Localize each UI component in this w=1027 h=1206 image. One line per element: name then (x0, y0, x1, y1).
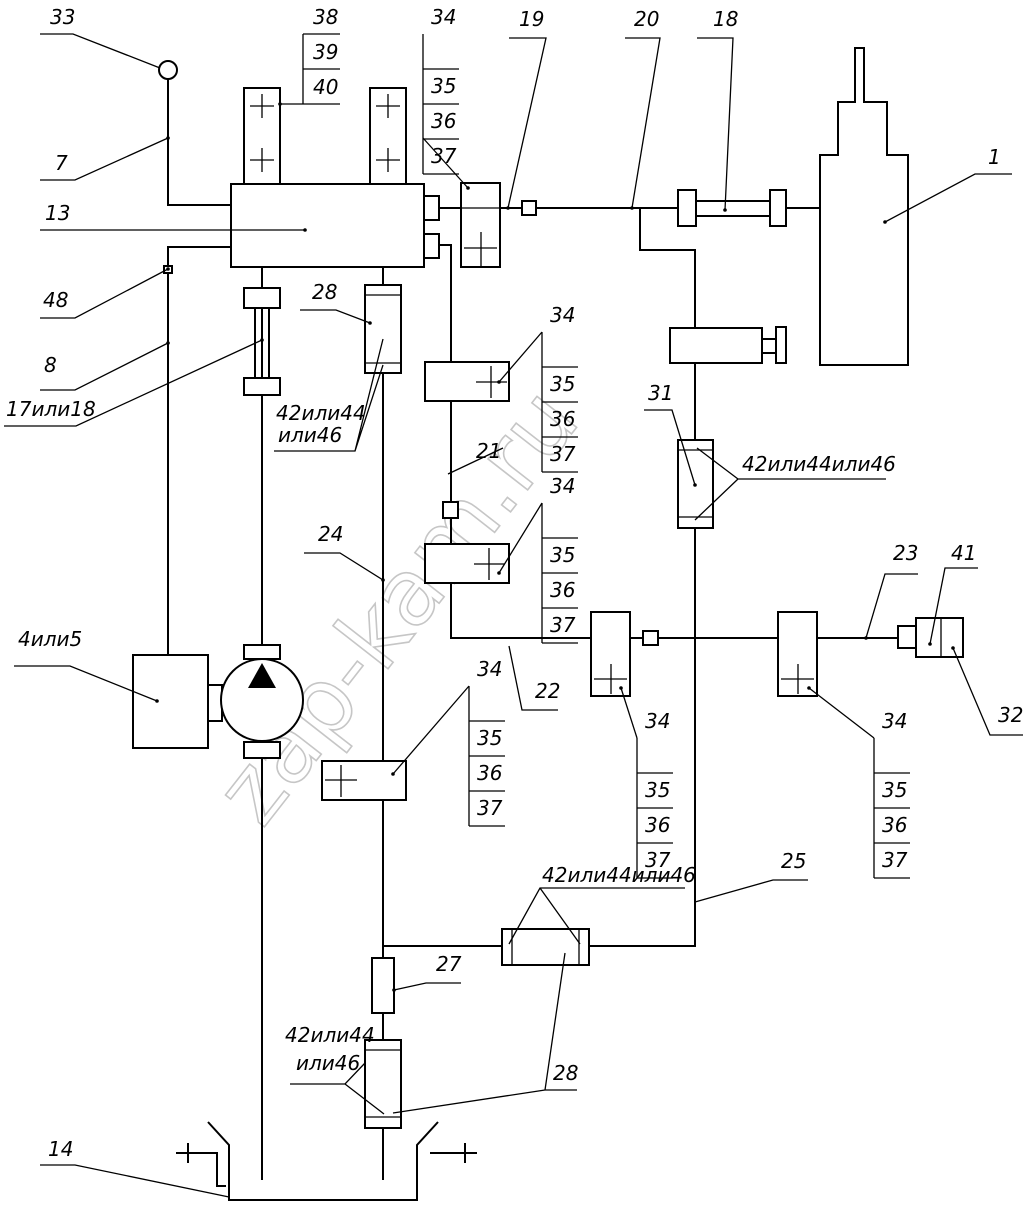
label-39: 39 (313, 40, 338, 64)
table-cell: 37 (645, 848, 671, 872)
reservoir-14 (176, 1121, 477, 1201)
top-filter-right (369, 87, 407, 185)
label-41: 41 (951, 541, 976, 565)
label-19: 19 (519, 7, 544, 31)
label-28-top: 28 (312, 280, 337, 304)
table-cell: 35 (477, 726, 502, 750)
tank-1 (819, 47, 909, 366)
table-cell: 34 (431, 5, 456, 29)
valve-lower-vertical (364, 1039, 402, 1129)
top-filter-left (243, 87, 281, 185)
table-cell: 36 (550, 407, 575, 431)
table-cell: 37 (550, 613, 576, 637)
table-cell: 35 (550, 372, 575, 396)
valve-28-top (364, 284, 402, 374)
position-tables: 34 35 36 37 34 35 36 37 34 35 36 37 34 35 36 37 34 35 36 37… (422, 5, 910, 879)
valve-34-lower (321, 760, 407, 801)
label-27: 27 (436, 952, 462, 976)
label-v42c: 42или44или46 (542, 863, 696, 887)
label-18: 18 (713, 7, 738, 31)
valve-31 (677, 439, 714, 529)
label-31: 31 (648, 381, 673, 405)
label-v42b: 42или44или46 (742, 452, 896, 476)
table-cell: 35 (550, 543, 575, 567)
label-1: 1 (988, 145, 1001, 169)
table-cell: 34 (550, 474, 575, 498)
label-38: 38 (313, 5, 338, 29)
table-t5: 34 35 36 37 (636, 709, 673, 879)
table-cell: 36 (477, 761, 502, 785)
label-13: 13 (45, 201, 70, 225)
table-t4: 34 35 36 37 (468, 657, 505, 827)
table-t3: 34 35 36 37 (541, 474, 578, 644)
table-cell: 36 (550, 578, 575, 602)
label-24: 24 (318, 522, 343, 546)
cylinder-right (669, 326, 787, 364)
label-17or18: 17или18 (6, 397, 96, 421)
label-14: 14 (48, 1137, 73, 1161)
valve-34-line22 (590, 611, 631, 697)
valve-horizontal-25 (501, 928, 590, 966)
table-cell: 35 (645, 778, 670, 802)
label-22: 22 (535, 679, 560, 703)
table-cell: 36 (882, 813, 907, 837)
valve-34-line23 (777, 611, 818, 697)
port-upper (423, 195, 440, 221)
label-7: 7 (55, 151, 68, 175)
label-v42d-line1: 42или44 (285, 1023, 375, 1047)
table-t1: 34 35 36 37 (422, 5, 459, 175)
label-v42a-line2: или46 (278, 423, 342, 447)
leader-lines (4, 33, 1023, 1198)
label-28-bottom: 28 (553, 1061, 578, 1085)
label-32: 32 (998, 703, 1023, 727)
label-v42d-line2: или46 (296, 1051, 360, 1075)
table-t6: 34 35 36 37 (873, 709, 910, 879)
table-cell: 37 (477, 796, 503, 820)
component-18 (677, 189, 787, 227)
label-33: 33 (50, 5, 75, 29)
table-38-40 (302, 33, 340, 105)
label-23: 23 (893, 541, 918, 565)
table-cell: 35 (882, 778, 907, 802)
valve-34-top (460, 182, 501, 268)
component-4or5 (132, 654, 209, 749)
block-13 (230, 183, 425, 268)
label-4or5: 4или5 (18, 627, 82, 651)
table-cell: 34 (550, 303, 575, 327)
table-cell: 36 (645, 813, 670, 837)
port-lower (423, 233, 440, 259)
coupling (207, 684, 223, 722)
label-20: 20 (634, 7, 659, 31)
component-41-32 (897, 617, 964, 658)
joint-22 (642, 630, 659, 646)
component-27 (371, 957, 395, 1014)
table-t2: 34 35 36 37 (541, 303, 578, 473)
labels: 33 38 39 40 19 20 18 1 7 13 28 48 8 17ил… (6, 5, 1023, 1161)
table-cell: 34 (882, 709, 907, 733)
label-v42a-line1: 42или44 (276, 401, 366, 425)
table-cell: 35 (431, 74, 456, 98)
joint-19 (521, 200, 537, 216)
joint-21 (442, 501, 459, 519)
label-40: 40 (313, 75, 338, 99)
table-cell: 37 (550, 442, 576, 466)
valve-34-mid2 (424, 543, 510, 584)
label-25: 25 (781, 849, 806, 873)
valve-34-mid1 (424, 361, 510, 402)
sensor-33 (158, 60, 178, 80)
table-cell: 36 (431, 109, 456, 133)
label-21: 21 (476, 439, 501, 463)
label-48: 48 (43, 288, 68, 312)
table-cell: 34 (477, 657, 502, 681)
pipe-lines (167, 78, 898, 1180)
pump (220, 644, 304, 759)
label-8: 8 (44, 353, 57, 377)
table-cell: 34 (645, 709, 670, 733)
leader-dots (155, 102, 955, 992)
table-cell: 37 (431, 144, 457, 168)
table-cell: 37 (882, 848, 908, 872)
